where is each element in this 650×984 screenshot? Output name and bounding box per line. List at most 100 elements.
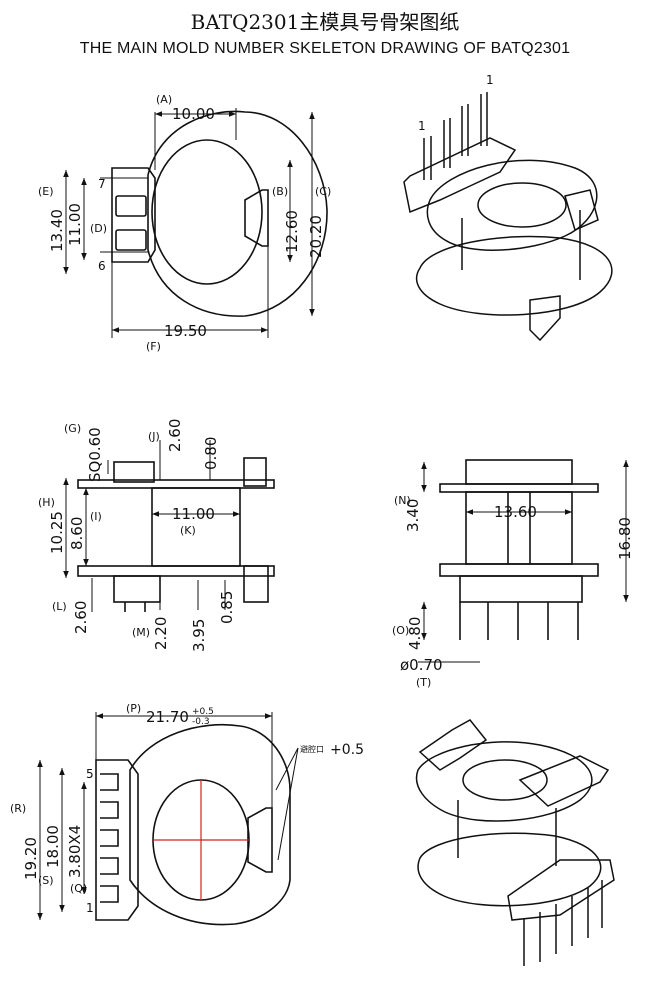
top-view-right-clip xyxy=(244,189,269,247)
dim-R-label: (R) xyxy=(10,802,26,815)
dim-M-label: (M) xyxy=(132,626,150,639)
dim-F-label: (F) xyxy=(146,340,161,353)
dim-K-label: (K) xyxy=(180,524,196,537)
dim-G-value: SQ0.60 xyxy=(86,427,104,482)
dim-Q-label: (Q) xyxy=(70,882,87,895)
dim-M3-value: 0.85 xyxy=(218,591,236,624)
iso-core-opening xyxy=(477,182,567,228)
dim-P-tol-minus: -0.3 xyxy=(192,717,210,727)
dim-E-label: (E) xyxy=(38,185,54,198)
dim-B-value: 12.60 xyxy=(283,210,301,253)
front-bottom-terminal xyxy=(459,575,583,603)
dim-L-label: (L) xyxy=(52,600,67,613)
side-bottom-clip xyxy=(243,565,269,603)
bottom-view xyxy=(95,723,291,926)
side-view-dimensions xyxy=(63,440,240,612)
dim-R-value: 19.20 xyxy=(22,837,40,880)
dim-D-label: (D) xyxy=(90,222,107,235)
title-english: THE MAIN MOLD NUMBER SKELETON DRAWING OF… xyxy=(79,40,571,57)
pin-number-bottom: 6 xyxy=(98,259,106,273)
dim-T-label: (T) xyxy=(416,676,431,689)
iso-pin-label-right: 1 xyxy=(486,73,494,87)
iso-view-bottom xyxy=(415,719,615,966)
side-top-terminal xyxy=(113,461,155,483)
bottom-right-clip xyxy=(247,807,273,873)
top-view-pin-slot xyxy=(115,229,147,251)
bottom-center-mark xyxy=(153,780,249,900)
dim-C-value: 20.20 xyxy=(307,215,325,258)
dim-B-label: (B) xyxy=(272,185,288,198)
iso2-upper-flange xyxy=(415,741,593,822)
dim-J-label: (J) xyxy=(148,430,160,443)
bottom-pin-number-top: 5 xyxy=(86,767,94,781)
dim-I2-value: 11.00 xyxy=(172,505,215,523)
iso-pin-label-left: 1 xyxy=(418,119,426,133)
front-bottom-flange xyxy=(439,563,599,577)
dim-H-value: 10.25 xyxy=(48,511,66,554)
dim-F-value: 19.50 xyxy=(164,322,207,340)
bottom-terminal-block xyxy=(95,759,139,921)
dim-E-value: 13.40 xyxy=(48,209,66,252)
front-top-terminal xyxy=(465,459,573,485)
side-bottom-flange xyxy=(77,565,275,577)
side-bottom-terminal xyxy=(113,575,161,603)
iso-view-top xyxy=(403,92,613,342)
top-view-core-opening xyxy=(151,139,263,285)
iso-right-clip xyxy=(564,189,599,232)
top-view-dimensions xyxy=(63,108,315,338)
dim-J-value: 2.60 xyxy=(166,419,184,452)
dim-M-value: 2.20 xyxy=(152,617,170,650)
front-top-flange xyxy=(439,483,599,493)
dim-H-label: (H) xyxy=(38,496,55,509)
iso-terminal-block xyxy=(403,137,517,214)
dim-G-label: (G) xyxy=(64,422,81,435)
iso-core-body xyxy=(461,210,581,280)
dim-A-label: (A) xyxy=(156,93,172,106)
dim-I-value: 8.60 xyxy=(68,517,86,550)
title-chinese: BATQ2301主模具号骨架图纸 xyxy=(190,10,460,34)
top-view-pin-slot xyxy=(115,195,147,217)
iso-bottom-foot xyxy=(529,295,561,342)
leader-note xyxy=(277,747,299,861)
note-symbol: 避腔口 xyxy=(300,744,324,754)
dim-O-label: (O) xyxy=(392,624,409,637)
side-top-clip xyxy=(243,457,267,487)
dim-Q-value: 3.80X4 xyxy=(66,825,84,878)
bottom-pin-slots xyxy=(100,773,119,903)
iso-lower-flange xyxy=(415,235,613,316)
dim-C-label: (C) xyxy=(315,185,331,198)
dim-H2-value: 16.80 xyxy=(616,517,634,560)
bottom-flange-outline xyxy=(129,723,291,926)
dim-N-label: (N) xyxy=(394,494,411,507)
dim-N-value: 3.40 xyxy=(404,499,422,532)
dim-O-value: 4.80 xyxy=(406,617,424,650)
dim-S-value: 18.00 xyxy=(44,825,62,868)
front-view xyxy=(439,459,599,640)
side-core xyxy=(151,487,241,567)
dim-N2-value: 13.60 xyxy=(494,503,537,521)
dim-P-label: (P) xyxy=(126,702,141,715)
dim-A-value: 10.00 xyxy=(172,105,215,123)
iso2-top-clip xyxy=(418,719,488,771)
dim-M2-value: 3.95 xyxy=(190,619,208,652)
dim-S-label: (S) xyxy=(38,874,54,887)
dim-L-value: 2.60 xyxy=(72,601,90,634)
side-view xyxy=(77,457,275,612)
dim-D-value: 11.00 xyxy=(66,203,84,246)
bottom-view-dimensions xyxy=(37,712,299,920)
dim-I-label: (I) xyxy=(90,510,102,523)
iso2-core-opening xyxy=(462,759,548,801)
dim-T-value: ø0.70 xyxy=(400,656,443,674)
pin-number-top: 7 xyxy=(98,177,106,191)
iso2-lower-flange xyxy=(417,832,602,907)
front-view-dimensions xyxy=(418,460,629,663)
note-value: +0.5 xyxy=(330,742,364,758)
dim-P-tol-plus: +0.5 xyxy=(192,707,214,717)
bottom-pin-number-bottom: 1 xyxy=(86,901,94,915)
iso2-core-body xyxy=(457,800,557,866)
leader-note xyxy=(275,747,299,791)
iso2-bottom-terminal xyxy=(507,859,615,921)
dim-J2-value: 0.80 xyxy=(202,437,220,470)
iso2-terminal-top xyxy=(518,755,610,807)
